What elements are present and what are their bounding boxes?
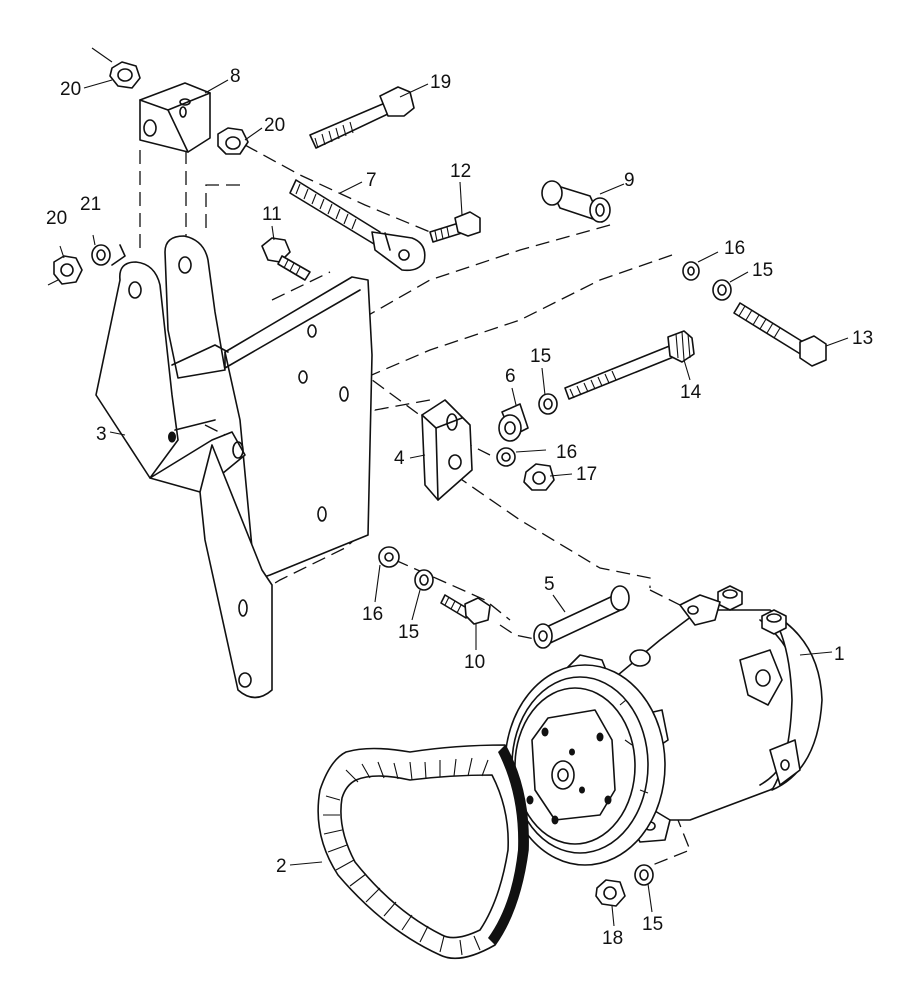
part-labels: 1 2 3 4 5 6 7 8 9 10 11 12 13 14 15 15 1… [46, 66, 873, 949]
pivot-pin-part-5 [533, 585, 630, 649]
leader-lines [47, 47, 849, 927]
label-17: 17 [576, 464, 597, 485]
label-20c: 20 [46, 208, 67, 229]
label-16c: 16 [362, 604, 383, 625]
block-part-8 [139, 82, 211, 153]
label-12: 12 [450, 161, 471, 182]
spacer-part-9 [541, 180, 611, 223]
bolt-part-12 [429, 211, 481, 243]
washer-part-16-b [682, 261, 700, 281]
bushing-part-6 [498, 403, 529, 442]
label-20a: 20 [60, 79, 81, 100]
label-9: 9 [624, 170, 635, 191]
label-3: 3 [96, 424, 107, 445]
bolt-part-10 [440, 594, 491, 625]
nut-part-17 [523, 463, 555, 491]
label-21: 21 [80, 194, 101, 215]
nut-part-20-top [109, 61, 141, 89]
washer-part-16-c [378, 546, 400, 568]
label-15a: 15 [530, 346, 551, 367]
label-4: 4 [394, 448, 405, 469]
label-18: 18 [602, 928, 623, 949]
bolt-part-14 [564, 330, 695, 400]
label-15d: 15 [642, 914, 663, 935]
compressor-part-1 [504, 585, 823, 866]
washer-part-15-a [538, 393, 558, 415]
label-16b: 16 [724, 238, 745, 259]
nut-part-20-mid [217, 127, 249, 155]
label-20b: 20 [264, 115, 285, 136]
bolt-part-11 [261, 237, 311, 281]
label-14: 14 [680, 382, 702, 403]
washer-part-16-a [496, 447, 516, 467]
bolt-part-13 [733, 302, 827, 367]
label-13: 13 [852, 328, 873, 349]
label-2: 2 [276, 856, 287, 877]
nut-part-20-left [53, 255, 83, 285]
tension-rod-part-7 [289, 179, 426, 272]
washer-part-15-d [634, 864, 654, 886]
label-1: 1 [834, 644, 845, 665]
washer-part-21 [91, 244, 126, 266]
label-15b: 15 [752, 260, 773, 281]
bolt-part-19 [309, 86, 415, 149]
label-16a: 16 [556, 442, 577, 463]
label-5: 5 [544, 574, 555, 595]
label-19: 19 [430, 72, 451, 93]
nut-part-18 [595, 879, 626, 907]
washer-part-15-c [414, 569, 434, 591]
label-6: 6 [505, 366, 516, 387]
plate-part-4 [421, 399, 473, 501]
main-bracket-part-3 [95, 235, 373, 699]
label-11: 11 [262, 204, 282, 225]
label-15c: 15 [398, 622, 419, 643]
washer-part-15-b [712, 279, 732, 301]
label-7: 7 [366, 170, 377, 191]
label-10: 10 [464, 652, 485, 673]
label-8: 8 [230, 66, 241, 87]
drive-belt-part-2 [317, 744, 529, 960]
